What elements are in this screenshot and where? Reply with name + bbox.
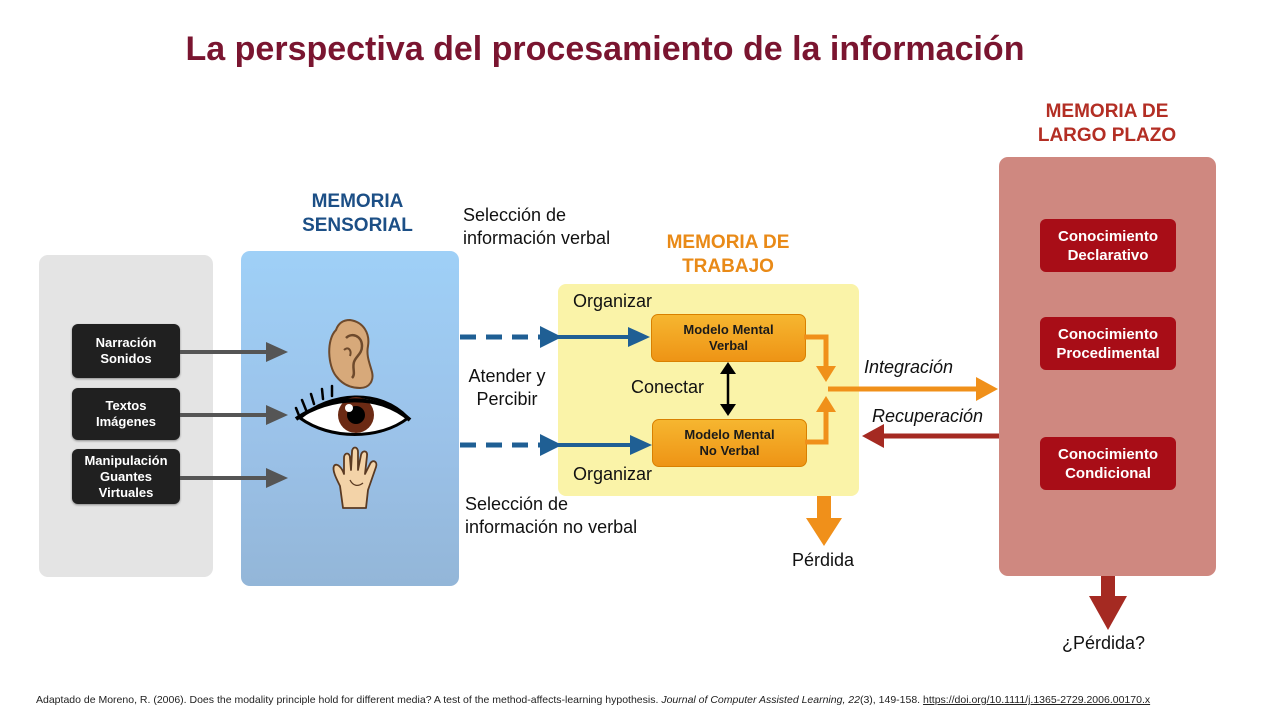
input-chip-texts: Textos Imágenes [72,388,180,440]
procedural-knowledge-box: Conocimiento Procedimental [1040,317,1176,370]
organize-top-label: Organizar [573,291,653,311]
conditional-knowledge-box: Conocimiento Condicional [1040,437,1176,490]
retrieval-label: Recuperación [872,406,984,426]
heading-line: MEMORIA DE [1045,101,1169,122]
knowledge-line: Procedimental [1056,344,1160,362]
heading-line: LARGO PLAZO [1037,125,1177,146]
attend-perceive-label: Atender y Percibir [462,365,552,411]
verbal-selection-label: Selección de información verbal [463,204,610,250]
chip-line: Virtuales [98,484,154,500]
citation-journal: Journal of Computer Assisted Learning, [661,694,846,706]
heading-line: SENSORIAL [302,215,413,236]
chip-line: Manipulación [84,452,168,468]
page-title: La perspectiva del procesamiento de la i… [185,30,1025,68]
organize-bottom-label: Organizar [573,464,653,484]
knowledge-line: Conocimiento [1058,445,1158,463]
input-chip-manipulation: Manipulación Guantes Virtuales [72,449,180,504]
model-line: No Verbal [699,443,760,458]
citation-volume: 22 [845,694,860,706]
sensory-memory-heading: MEMORIA SENSORIAL [280,190,435,238]
sensory-memory-panel [241,251,459,586]
working-memory-heading: MEMORIA DE TRABAJO [640,231,816,279]
declarative-knowledge-box: Conocimiento Declarativo [1040,219,1176,272]
chip-line: Textos [105,398,147,413]
input-chip-narration: Narración Sonidos [72,324,180,378]
integration-label: Integración [864,357,954,377]
knowledge-line: Conocimiento [1058,325,1158,343]
long-term-memory-heading: MEMORIA DE LARGO PLAZO [1022,100,1192,148]
chip-line: Imágenes [96,414,156,429]
working-memory-loss-arrow [806,496,842,546]
model-line: Modelo Mental [684,427,775,442]
label-line: Selección de [463,205,567,225]
heading-line: MEMORIA [311,191,404,212]
heading-line: TRABAJO [682,256,774,277]
chip-line: Narración [95,335,157,350]
loss-question-label: ¿Pérdida? [1062,633,1146,653]
label-line: información verbal [463,228,611,248]
model-line: Modelo Mental [683,322,774,337]
citation: Adaptado de Moreno, R. (2006). Does the … [36,694,1150,706]
nonverbal-mental-model-box: Modelo Mental No Verbal [652,419,807,467]
nonverbal-selection-label: Selección de información no verbal [465,493,637,539]
citation-text: Adaptado de Moreno, R. (2006). Does the … [36,694,662,706]
loss-label: Pérdida [792,550,855,570]
chip-line: Guantes [99,468,152,484]
knowledge-line: Conocimiento [1058,227,1158,245]
connect-label: Conectar [631,377,705,397]
citation-pages: (3), 149-158. [859,694,924,706]
label-line: información no verbal [465,517,638,537]
citation-doi-link[interactable]: https://doi.org/10.1111/j.1365-2729.2006… [923,694,1151,706]
heading-line: MEMORIA DE [666,232,790,253]
verbal-mental-model-box: Modelo Mental Verbal [651,314,806,362]
knowledge-line: Declarativo [1067,246,1149,264]
label-line: Selección de [465,494,569,514]
model-line: Verbal [708,338,749,353]
chip-line: Sonidos [100,351,152,366]
long-term-memory-loss-arrow [1089,576,1127,630]
label-line: Percibir [476,389,538,409]
knowledge-line: Condicional [1065,464,1151,482]
label-line: Atender y [468,366,546,386]
